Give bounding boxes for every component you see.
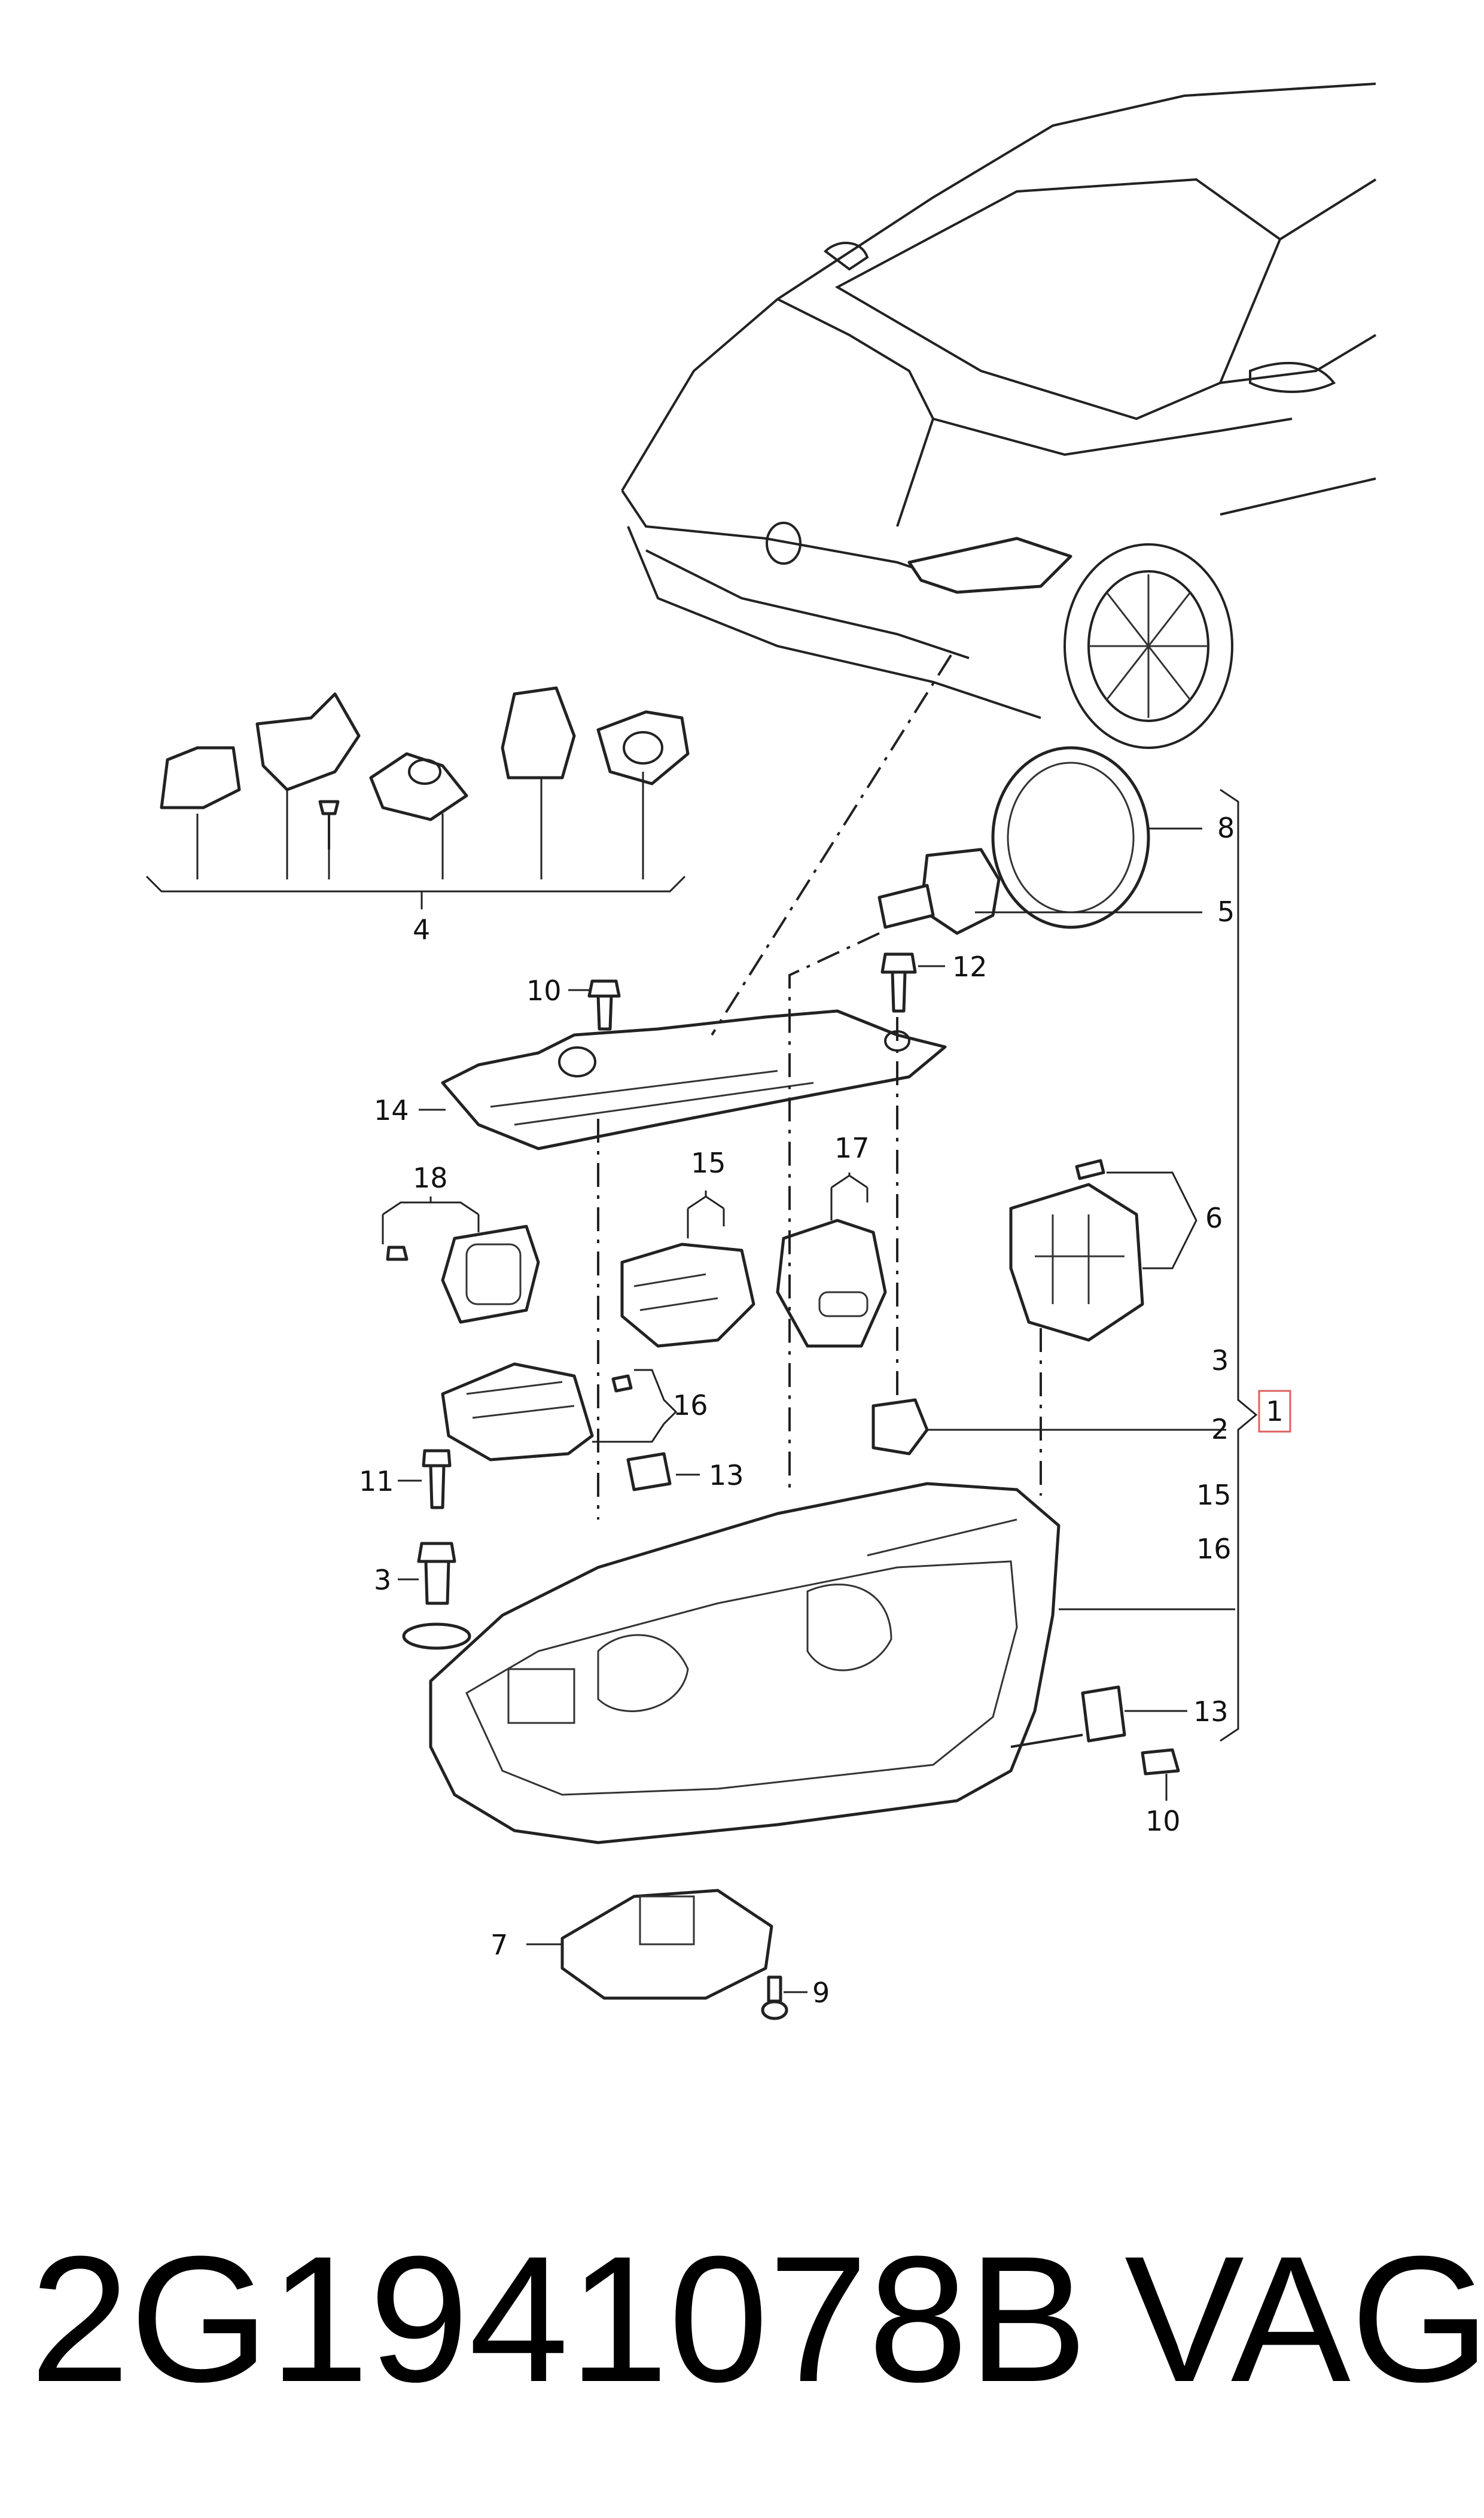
part-17-illustration: [776, 1219, 887, 1348]
callout-5: 5: [1217, 896, 1235, 928]
highlight-box: [1258, 1390, 1291, 1433]
part-16-illustration: [441, 1362, 633, 1462]
callout-18: 18: [413, 1162, 448, 1194]
callout-17: 17: [834, 1132, 870, 1164]
callout-15-top: 15: [691, 1147, 726, 1179]
motor-5-illustration: [877, 848, 1001, 935]
callout-8: 8: [1217, 812, 1235, 844]
callout-14: 14: [374, 1094, 409, 1126]
connector-car-to-bracket: [711, 654, 952, 1036]
callout-12: 12: [952, 951, 988, 983]
leader-lines: [382, 788, 1258, 1993]
callout-10-top: 10: [526, 975, 562, 1007]
bolt-10-bottom: [1141, 1748, 1180, 1776]
callout-11: 11: [359, 1465, 394, 1497]
clip-13-bottom: [1081, 1685, 1126, 1743]
ballast-7-illustration: [560, 1889, 773, 2000]
headlight-illustration: [429, 1482, 1083, 1844]
callout-4: 4: [413, 914, 430, 946]
bolt-3: [402, 1542, 471, 1650]
clip-13-top: [626, 1452, 672, 1491]
cover-8-illustration: [991, 746, 1150, 929]
callout-16-group: 16: [1196, 1533, 1232, 1565]
callout-13-bottom: 13: [1193, 1695, 1229, 1728]
part-number: 2G1941078B: [30, 2218, 1087, 2419]
callout-13-top: 13: [709, 1459, 744, 1491]
part-6-illustration: [1009, 1159, 1144, 1342]
bolt-10-top: [587, 979, 621, 1031]
part-18-illustration: [386, 1225, 540, 1324]
callout-3-part: 3: [374, 1564, 391, 1596]
screw-9: [761, 1975, 788, 2020]
connector-motor: [788, 932, 880, 1496]
callout-16-top: 16: [673, 1389, 708, 1421]
car-illustration: [621, 83, 1377, 749]
callout-9: 9: [812, 1977, 830, 2009]
bracket-set-illustration: [145, 686, 690, 909]
callout-6: 6: [1205, 1202, 1223, 1234]
callout-10-bottom: 10: [1145, 1805, 1181, 1837]
callout-2: 2: [1211, 1413, 1229, 1445]
callout-7: 7: [490, 1929, 508, 1961]
carrier-bracket-illustration: [441, 1009, 947, 1150]
brand-label: VAG: [1125, 2218, 1484, 2419]
callout-3-group: 3: [1211, 1344, 1229, 1377]
bolt-11: [422, 1449, 452, 1509]
callout-1: 1: [1266, 1395, 1283, 1427]
bolt-12: [880, 952, 917, 1013]
part-2-illustration: [871, 1398, 929, 1456]
part-15-illustration: [620, 1243, 755, 1348]
callout-15-group: 15: [1196, 1479, 1232, 1511]
